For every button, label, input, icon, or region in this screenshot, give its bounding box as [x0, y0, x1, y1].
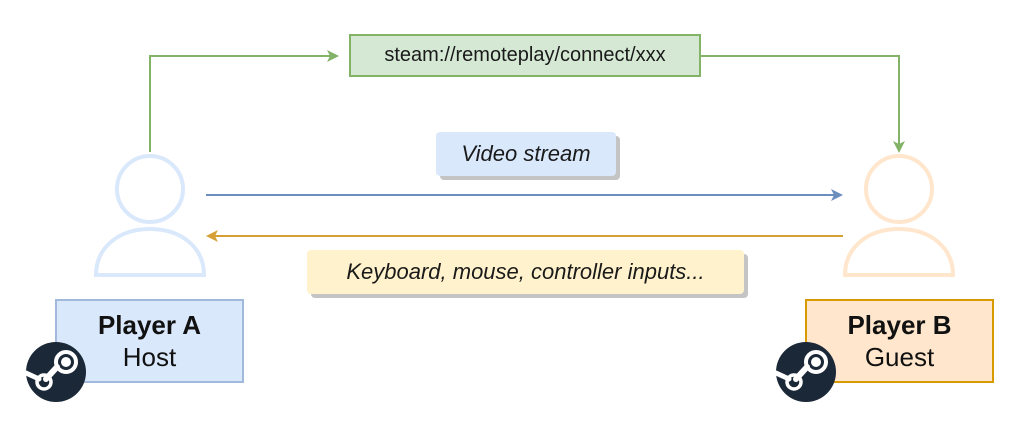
connect-link-box: steam://remoteplay/connect/xxx: [349, 34, 701, 77]
video-stream-label: Video stream: [436, 132, 616, 176]
connect-arrow-to-guest: [701, 55, 905, 153]
player-b-role: Guest: [864, 342, 935, 372]
person-outline-icon: [93, 154, 207, 277]
connect-arrow-to-link: [149, 50, 339, 152]
input-label: Keyboard, mouse, controller inputs...: [307, 250, 744, 294]
person-outline-icon: [842, 154, 956, 277]
player-a-name: Player A: [97, 309, 202, 340]
player-b-name: Player B: [847, 309, 952, 340]
player-a-role: Host: [122, 342, 177, 372]
steam-logo-icon: [24, 342, 86, 402]
steam-logo-icon: [774, 342, 836, 402]
player-a-box: Player A Host: [55, 299, 244, 383]
player-b-box: Player B Guest: [805, 299, 994, 383]
